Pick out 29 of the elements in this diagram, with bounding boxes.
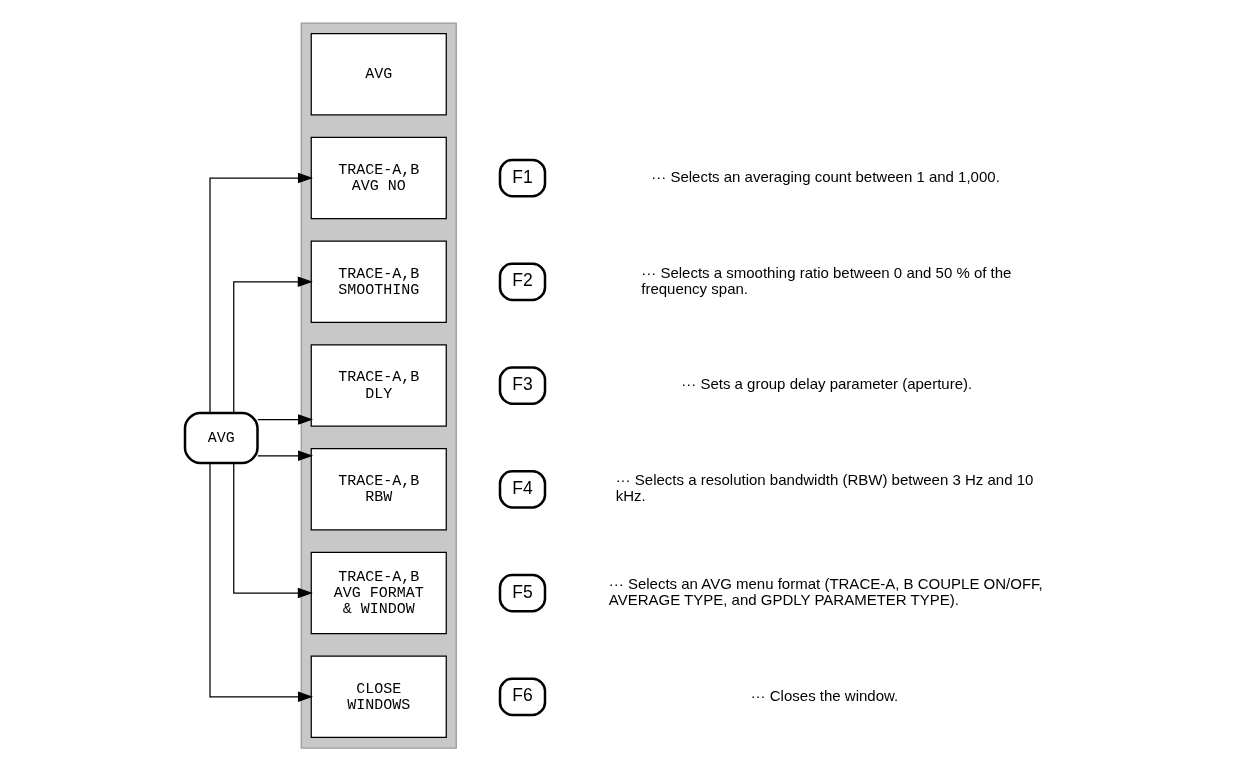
node-box: F1 xyxy=(498,158,547,198)
node-label: kHz. xyxy=(615,487,646,505)
node-label: AVERAGE TYPE, and GPDLY PARAMETER TYPE). xyxy=(608,591,959,608)
node-label: ··· Selects a smoothing ratio between 0 and 50 % of the xyxy=(641,263,1012,281)
arrow xyxy=(233,462,313,599)
node-label: ··· Selects a resolution bandwidth (RBW) between 3 Hz and 10 xyxy=(615,471,1034,488)
node-label: ··· Closes the window. xyxy=(750,686,899,704)
arrow xyxy=(209,462,313,702)
node-box: F5 xyxy=(498,573,547,613)
arrow xyxy=(233,276,313,414)
node-box: TRACE-A,B AVG NO xyxy=(310,136,447,220)
node-box: F4 xyxy=(498,469,547,509)
node-box: CLOSE WINDOWS xyxy=(310,655,447,738)
node-box: F3 xyxy=(498,366,547,405)
node-box: AVG xyxy=(183,411,259,465)
node-label: ··· Sets a group delay parameter (aperture). xyxy=(681,375,973,393)
arrow xyxy=(257,414,314,425)
node-box: TRACE-A,B AVG FORMAT & WINDOW xyxy=(310,551,447,635)
arrow xyxy=(257,450,314,462)
node-box: TRACE-A,B DLY xyxy=(310,344,447,427)
node-box: AVG xyxy=(310,33,447,116)
node-box: TRACE-A,B RBW xyxy=(310,448,447,531)
node-box: F2 xyxy=(498,262,547,302)
node-box: TRACE-A,B SMOOTHING xyxy=(310,240,447,323)
node-box: F6 xyxy=(498,677,547,717)
arrow xyxy=(209,172,313,414)
node-label: frequency span. xyxy=(641,279,748,297)
node-label: ··· Selects an averaging count between 1 and 1,000. xyxy=(651,167,1000,185)
node-label: ··· Selects an AVG menu format (TRACE-A, B COUPLE ON/OFF, xyxy=(608,574,1043,592)
